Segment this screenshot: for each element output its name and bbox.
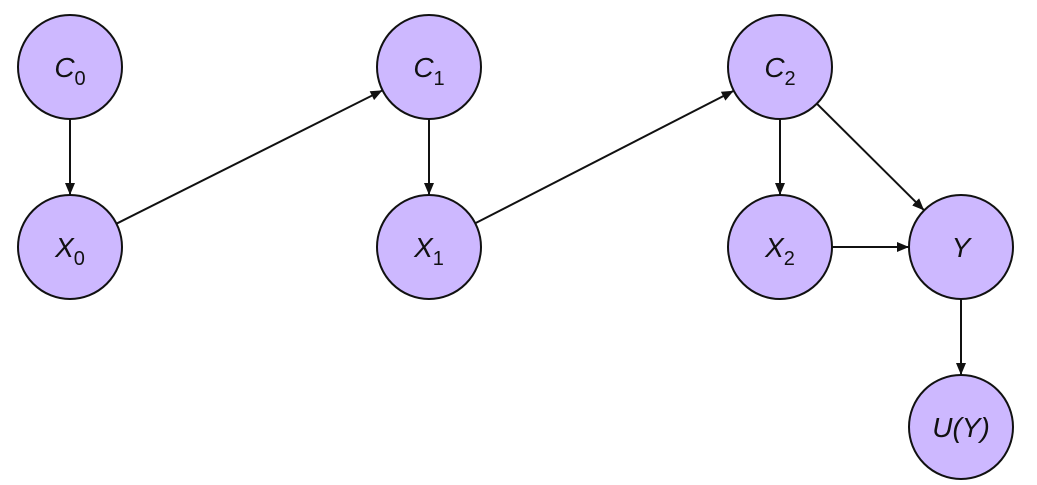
node-label: X2 [764, 232, 795, 270]
node-label: X1 [413, 232, 444, 270]
node-label-subscript: 0 [75, 68, 86, 90]
edge-c2-to-y [816, 102, 925, 212]
node-c2: C2 [727, 14, 833, 120]
node-label: C2 [764, 52, 795, 90]
node-x0: X0 [17, 194, 123, 300]
node-label-name: X [54, 232, 75, 263]
edges-layer [65, 89, 966, 375]
node-circle [727, 14, 833, 120]
node-label: C1 [413, 52, 444, 90]
node-label-name: U(Y) [932, 412, 990, 443]
node-label: U(Y) [932, 412, 990, 443]
node-label-subscript: 0 [74, 248, 85, 270]
node-x2: X2 [727, 194, 833, 300]
node-circle [17, 194, 123, 300]
node-label-name: Y [952, 232, 973, 263]
node-label-subscript: 1 [434, 68, 445, 90]
node-circle [376, 194, 482, 300]
node-label-subscript: 2 [784, 248, 795, 270]
node-label-name: C [413, 52, 434, 83]
node-label-name: X [764, 232, 785, 263]
node-label-subscript: 1 [433, 248, 444, 270]
node-circle [727, 194, 833, 300]
node-c1: C1 [376, 14, 482, 120]
node-label-name: C [764, 52, 785, 83]
node-label: X0 [54, 232, 85, 270]
node-c0: C0 [17, 14, 123, 120]
edge-x0-to-c1 [116, 89, 383, 225]
node-label-name: C [54, 52, 75, 83]
node-circle [17, 14, 123, 120]
node-label-name: X [413, 232, 434, 263]
node-label: C0 [54, 52, 85, 90]
node-label: Y [952, 232, 973, 263]
node-circle [908, 194, 1014, 300]
node-y: Y [908, 194, 1014, 300]
node-circle [376, 14, 482, 120]
node-x1: X1 [376, 194, 482, 300]
node-circle [908, 374, 1014, 480]
edge-x1-to-c2 [474, 89, 735, 225]
node-label-subscript: 2 [785, 68, 796, 90]
node-uy: U(Y) [908, 374, 1014, 480]
